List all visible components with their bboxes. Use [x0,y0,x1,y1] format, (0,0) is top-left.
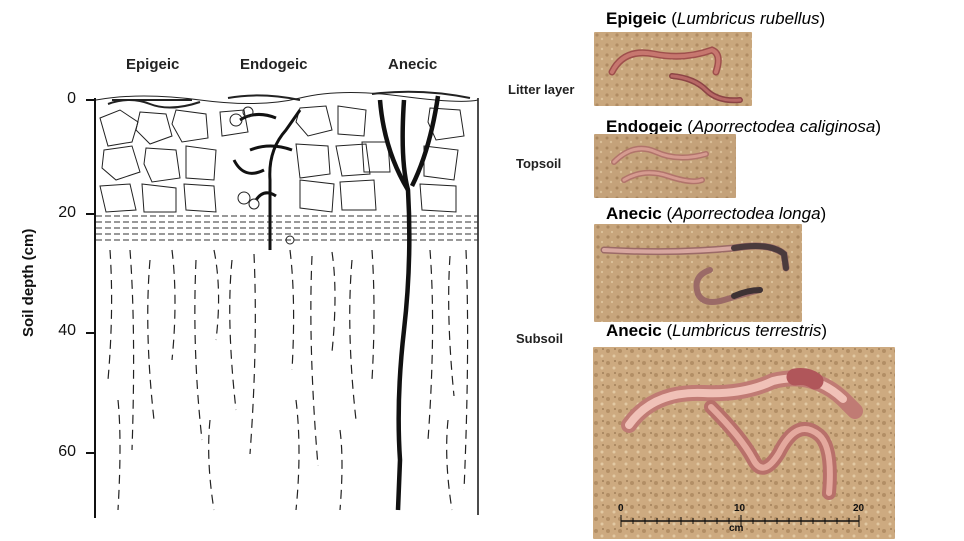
scale-label-0: 0 [618,503,624,514]
species-category-4: Anecic [606,321,662,340]
litter-layer [108,92,470,108]
soil-profile-drawing [0,0,500,541]
subsoil-fissures [108,250,468,510]
layer-label-litter: Litter layer [508,82,574,97]
endogeic-burrows [234,110,300,250]
endogeic-casts [230,107,294,244]
topsoil-aggregates [96,92,478,212]
photo-lumbricus-terrestris: 0 10 20 cm [593,347,895,539]
species-title-1: Epigeic (Lumbricus rubellus) [606,9,825,29]
photo-lumbricus-rubellus [594,32,752,106]
scale-label-20: 20 [853,503,864,514]
species-title-3: Anecic (Aporrectodea longa) [606,204,826,224]
depth-axis [86,98,95,518]
transition-band [96,216,478,240]
scale-label-10: 10 [734,503,745,514]
species-name-3: Aporrectodea longa [672,204,820,223]
photo-aporrectodea-caliginosa [594,134,736,198]
species-name-1: Lumbricus rubellus [677,9,820,28]
layer-label-subsoil: Subsoil [516,331,563,346]
scale-bar: 0 10 20 cm [617,507,863,533]
scale-unit: cm [729,523,743,534]
species-category-1: Epigeic [606,9,666,28]
layer-label-topsoil: Topsoil [516,156,561,171]
species-title-4: Anecic (Lumbricus terrestris) [606,321,827,341]
species-category-3: Anecic [606,204,662,223]
photo-aporrectodea-longa [594,224,802,322]
species-name-4: Lumbricus terrestris [672,321,821,340]
